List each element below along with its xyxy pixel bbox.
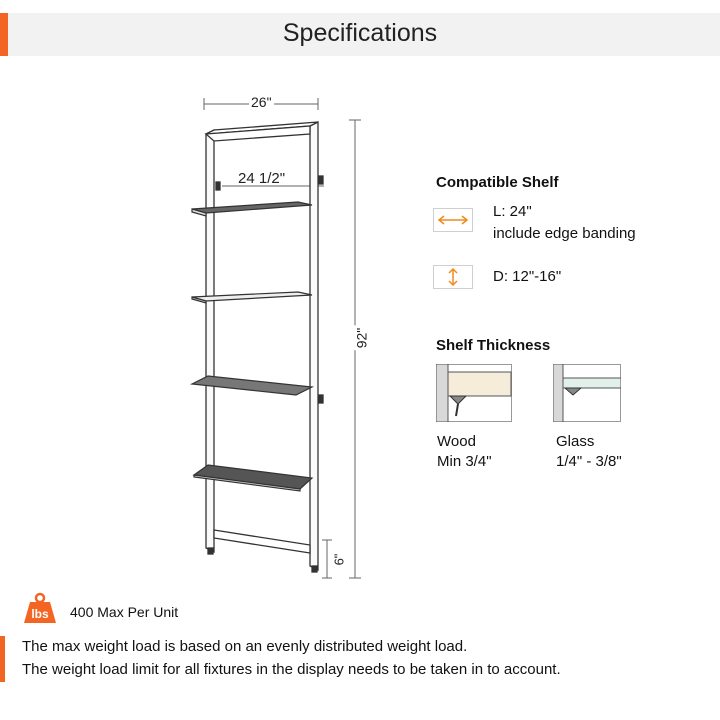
weight-limit: 400 Max Per Unit [70, 604, 179, 620]
wood-shelf-icon [436, 364, 512, 422]
glass-thickness: 1/4" - 3/8" [556, 453, 622, 470]
top-width-label: 26" [249, 94, 274, 110]
notes-accent [0, 636, 5, 682]
note-1: The max weight load is based on an evenl… [22, 638, 468, 655]
shelf-depth: D: 12"-16" [493, 268, 562, 285]
inner-width-label: 24 1/2" [238, 170, 286, 187]
shelf-3 [189, 375, 315, 396]
header-accent [0, 13, 8, 56]
weight-icon: lbs [23, 592, 57, 624]
wood-thickness: Min 3/4" [437, 453, 492, 470]
weight-badge-text: lbs [31, 607, 49, 621]
height-label: 92" [353, 325, 370, 351]
wood-label: Wood [437, 433, 476, 450]
shelf-2 [191, 291, 313, 304]
glass-shelf-icon [553, 364, 621, 422]
shelf-4 [192, 464, 314, 492]
glass-label: Glass [556, 433, 595, 450]
bottom-gap-dimension [322, 539, 332, 579]
note-2: The weight load limit for all fixtures i… [22, 661, 561, 678]
page-title: Specifications [282, 19, 438, 47]
shelf-length-note: include edge banding [493, 225, 636, 242]
ladder-frame [204, 120, 324, 573]
shelf-length: L: 24" [493, 203, 532, 220]
shelf-1 [191, 201, 313, 217]
bottom-gap-label: 6" [331, 553, 347, 566]
horizontal-arrow-icon [433, 208, 473, 232]
vertical-arrow-icon [433, 265, 473, 289]
shelf-thickness-heading: Shelf Thickness [436, 337, 551, 354]
header-bar: Specifications [0, 13, 720, 56]
compatible-shelf-heading: Compatible Shelf [436, 174, 559, 191]
